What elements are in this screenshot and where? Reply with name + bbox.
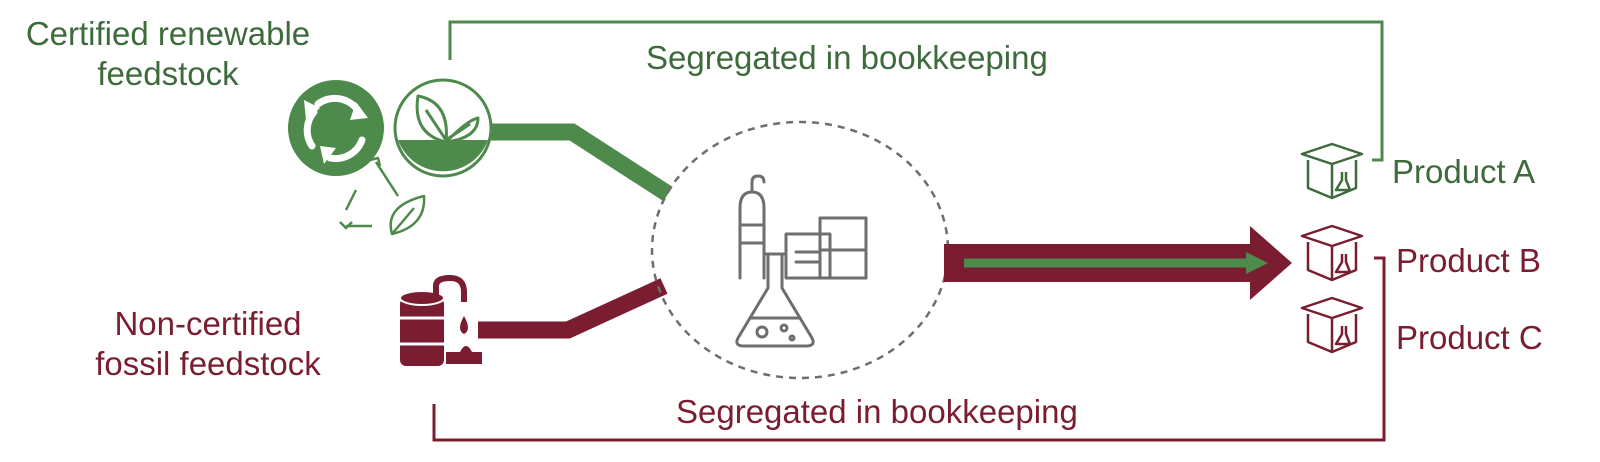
top-bookkeeping-bracket [448,20,1384,162]
leaf-icon [393,78,493,178]
recycle-leaf-icon [339,156,426,236]
bottom-bookkeeping-label: Segregated in bookkeeping [676,393,1078,430]
top-bookkeeping-label: Segregated in bookkeeping [646,39,1048,76]
fossil-feed-line [478,278,668,339]
product-box-icon-a [1300,142,1364,200]
bottom-bookkeeping-bracket [432,256,1386,442]
renewable-feed-line [490,123,673,202]
recycle-icon [288,80,384,176]
chemical-plant-icon [735,174,868,348]
renewable-label-line2: feedstock [97,54,239,92]
product-box-icon-c [1300,296,1364,354]
renewable-feedstock-label: Certified renewable feedstock [8,14,328,93]
output-arrow [944,226,1292,300]
fossil-feedstock-label: Non-certified fossil feedstock [78,304,338,383]
product-a-label: Product A [1392,153,1536,190]
renewable-label-line1: Certified renewable [25,15,311,52]
product-c-label: Product C [1396,319,1543,356]
oil-barrel-icon [399,274,482,366]
fossil-label-line2: fossil feedstock [95,344,321,382]
product-b-label: Product B [1396,242,1541,279]
fossil-label-line1: Non-certified [114,305,302,342]
product-box-icon-b [1300,224,1364,282]
